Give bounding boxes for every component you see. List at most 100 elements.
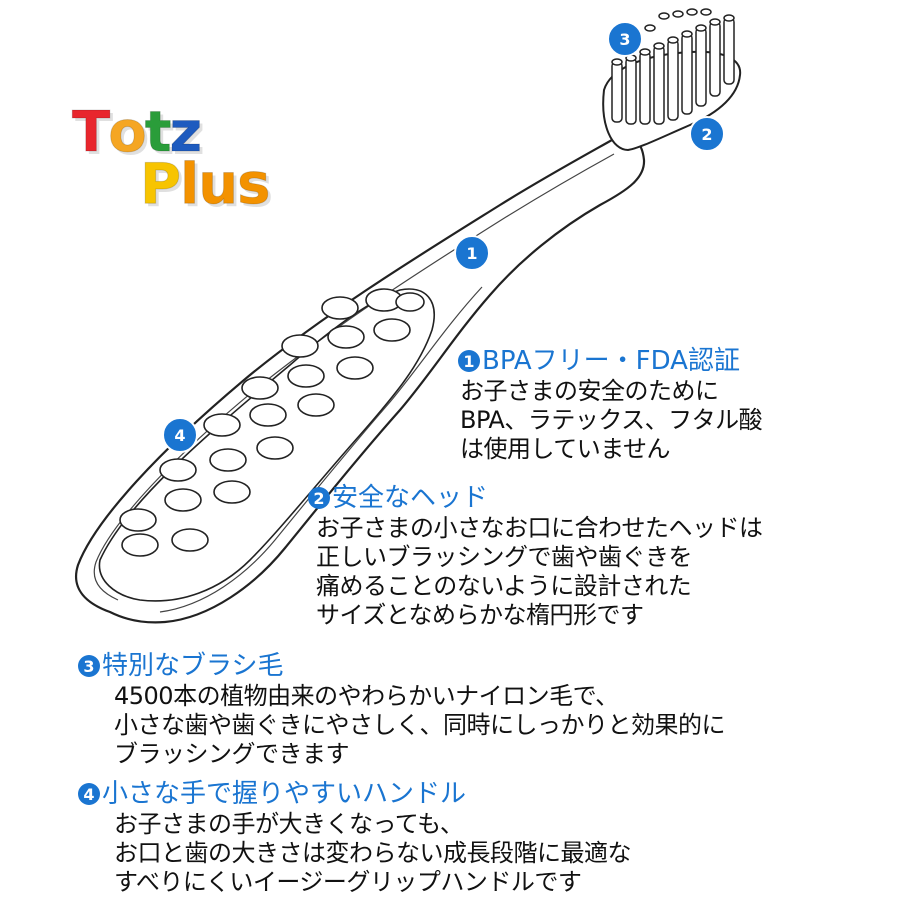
bristle-tip [695,24,707,32]
feature-4-line: お子さまの手が大きくなっても、 [114,810,464,838]
grip-nub [321,296,359,320]
grip-nubs [119,288,425,557]
grip-nub [164,488,202,512]
grip-nub [297,393,335,417]
bristle-tuft [611,61,623,123]
logo-letter: T [71,100,110,166]
bristle-tuft [681,33,693,115]
bristle-tip [611,58,623,66]
grip-nub [119,508,157,532]
number-circle-2-icon: 2 [308,487,330,509]
bristle-tuft [625,57,637,125]
callout-1-number: 1 [466,244,477,263]
feature-4-line: すべりにくいイージーグリップハンドルです [114,868,582,896]
feature-3-title: 特別なブラシ毛 [102,651,284,681]
bristle-tip [667,36,679,44]
brand-logo: Totz Plus [71,100,292,230]
callout-2: 2 [689,116,725,152]
feature-3-heading: 3 特別なブラシ毛 [78,650,725,682]
grip-nub [336,356,374,380]
callout-4-number: 4 [174,426,185,445]
bristle-tip [658,12,670,20]
feature-2-line: サイズとなめらかな楕円形です [316,601,644,629]
logo-letter: z [169,100,203,166]
bristle-tuft [695,27,707,107]
feature-2-heading: 2 安全なヘッド [308,482,763,514]
feature-3-line: ブラッシングできます [114,740,350,768]
callout-1: 1 [454,235,490,271]
feature-3-line: 小さな歯や歯ぐきにやさしく、同時にしっかりと効果的に [114,711,726,739]
bristle-tip [700,8,712,16]
logo-line-2: Plus [139,152,271,218]
number-circle-4-icon [162,417,198,453]
logo-letter: P [139,152,181,218]
callout-4: 4 [162,417,198,453]
logo-letter: u [198,152,239,218]
grip-nub [159,458,197,482]
bristle-tip [723,14,735,22]
callout-2-number: 2 [701,125,712,144]
feature-2-body: お子さまの小さなお口に合わせたヘッドは 正しいブラッシングで歯や歯ぐきを 痛める… [316,514,763,630]
bristle-tip [681,30,693,38]
feature-1-line: は使用していません [460,435,671,463]
feature-1-title: BPAフリー・FDA認証 [482,346,740,376]
grip-nub [213,480,251,504]
number-circle-4-icon: 4 [78,783,100,805]
grip-nub [249,403,287,427]
feature-3: 3 特別なブラシ毛 4500本の植物由来のやわらかいナイロン毛で、 小さな歯や歯… [78,650,726,769]
bristle-tuft [723,17,735,85]
grip-nub [256,436,294,460]
logo-letter: s [237,152,271,218]
bristle-tip [686,8,698,16]
grip-nub [287,364,325,388]
number-circle-3-icon: 3 [78,655,100,677]
feature-4-heading: 4 小さな手で握りやすいハンドル [78,778,631,810]
grip-nub [373,318,411,342]
grip-nub [395,292,425,312]
feature-4-title: 小さな手で握りやすいハンドル [102,779,467,809]
feature-4-line: お口と歯の大きさは変わらない成長段階に最適な [114,839,632,867]
feature-4: 4 小さな手で握りやすいハンドル お子さまの手が大きくなっても、 お口と歯の大き… [78,778,632,897]
bristle-tuft [653,45,665,125]
callout-3: 3 [607,21,643,57]
feature-1-heading: 1 BPAフリー・FDA認証 [458,345,762,377]
number-circle-2-icon [689,116,725,152]
grip-nub [203,413,241,437]
bristle-tip [653,42,665,50]
feature-2-line: お子さまの小さなお口に合わせたヘッドは [316,514,763,542]
logo-letter: l [180,152,200,218]
feature-2-line: 痛めることのないように設計された [316,572,692,600]
logo-line-1: Totz [71,100,203,166]
feature-3-body: 4500本の植物由来のやわらかいナイロン毛で、 小さな歯や歯ぐきにやさしく、同時… [114,682,726,769]
feature-4-body: お子さまの手が大きくなっても、 お口と歯の大きさは変わらない成長段階に最適な す… [114,810,632,897]
bristle-tuft [639,51,651,125]
feature-1-line: BPA、ラテックス、フタル酸 [460,406,763,434]
number-circle-1-icon: 1 [458,350,480,372]
grip-nub [241,376,279,400]
number-circle-1-icon [454,235,490,271]
grip-nub [327,325,365,349]
bristle-tip [639,48,651,56]
feature-2-title: 安全なヘッド [332,483,489,513]
feature-1-body: お子さまの安全のために BPA、ラテックス、フタル酸 は使用していません [460,377,763,464]
bristle-tip [672,10,684,18]
feature-1: 1 BPAフリー・FDA認証 お子さまの安全のために BPA、ラテックス、フタル… [458,345,763,464]
feature-1-line: お子さまの安全のために [460,377,719,405]
bristle-tuft [709,21,721,97]
feature-2-line: 正しいブラッシングで歯や歯ぐきを [316,543,692,571]
bristle-tip [709,18,721,26]
logo-letter: o [108,100,148,166]
callout-3-number: 3 [619,30,630,49]
feature-3-line: 4500本の植物由来のやわらかいナイロン毛で、 [114,682,619,710]
grip-nub [171,528,209,552]
feature-2: 2 安全なヘッド お子さまの小さなお口に合わせたヘッドは 正しいブラッシングで歯… [308,482,763,630]
bristle-tuft [667,39,679,121]
number-circle-3-icon [607,21,643,57]
logo-letter: t [144,100,172,166]
grip-nub [121,533,159,557]
bristle-tip [644,24,656,32]
grip-nub [209,448,247,472]
grip-nub [281,334,319,358]
